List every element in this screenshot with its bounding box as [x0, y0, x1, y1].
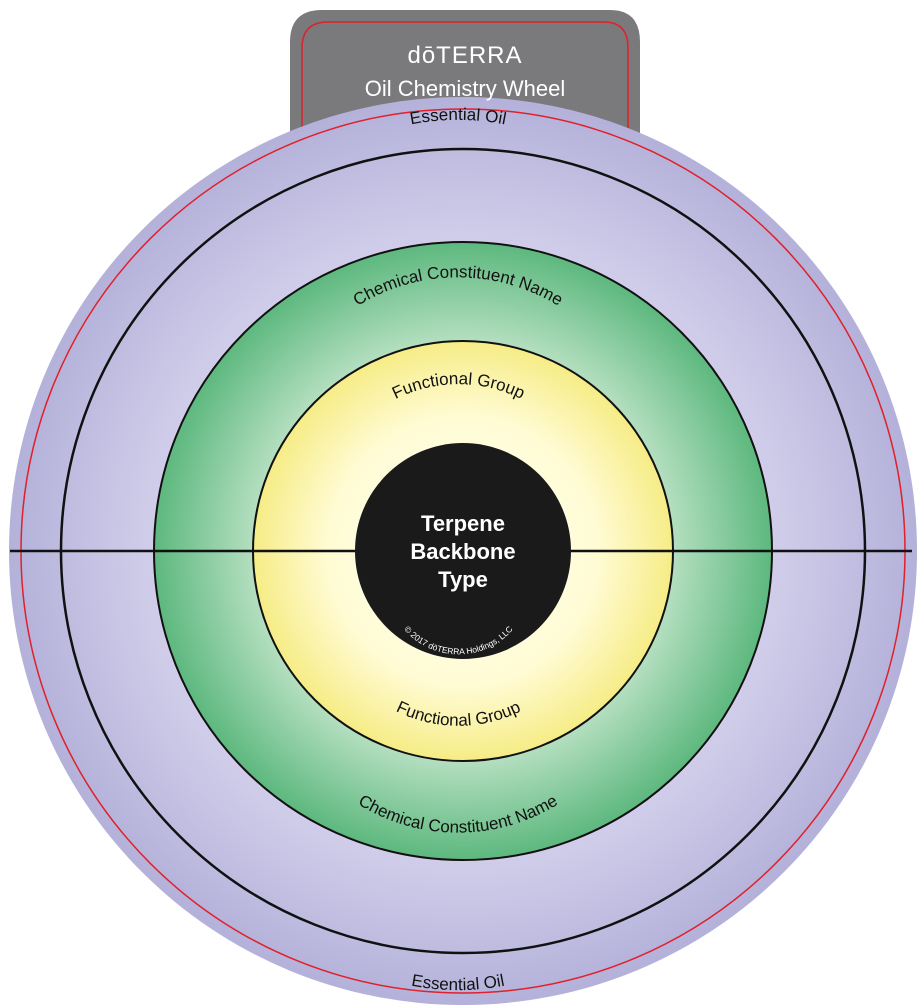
brand-logo: dōTERRA — [407, 42, 522, 69]
outer-ring-label-bottom: Essential Oil — [410, 971, 506, 994]
center-label-line1: Terpene — [421, 511, 505, 536]
outer-ring-label-top: Essential Oil — [408, 105, 507, 129]
center-label-line3: Type — [438, 567, 488, 592]
center-label-line2: Backbone — [410, 539, 515, 564]
center-disc — [355, 443, 571, 659]
wheel-title: Oil Chemistry Wheel — [365, 76, 565, 101]
